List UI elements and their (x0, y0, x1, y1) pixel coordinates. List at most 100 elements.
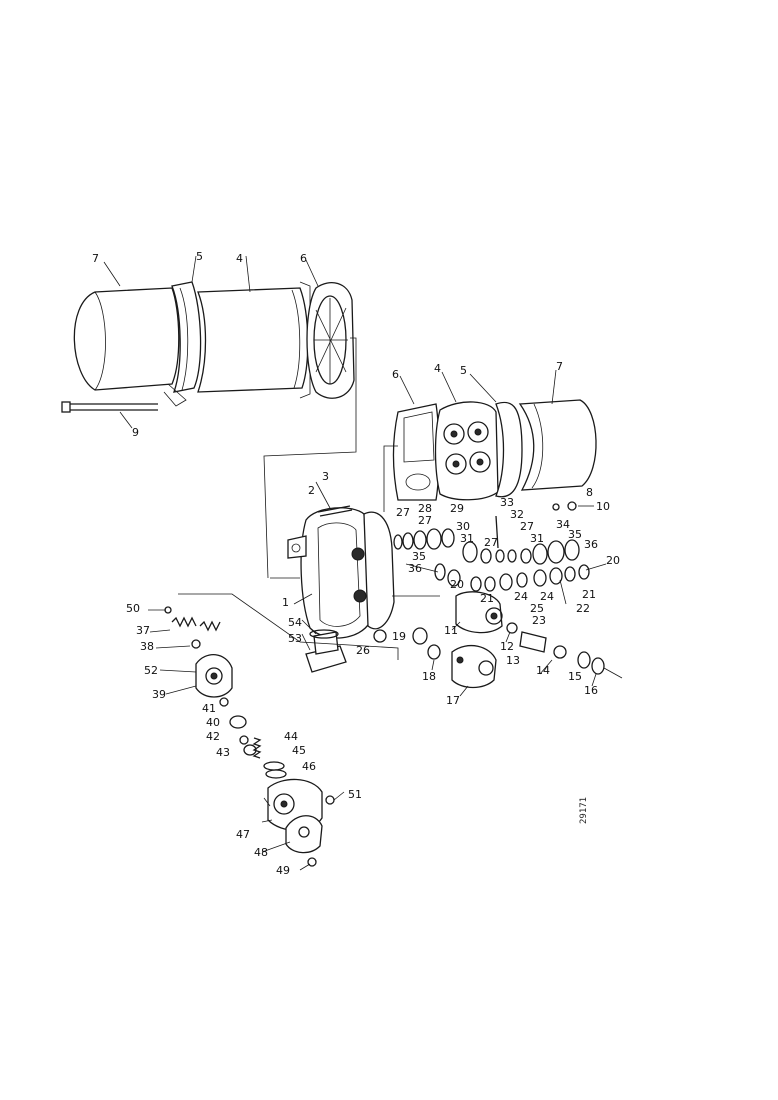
callout-7a: 7 (92, 252, 99, 265)
callout-41: 41 (202, 702, 216, 715)
callout-3: 3 (322, 470, 329, 483)
callout-20a: 20 (606, 554, 620, 567)
callout-45: 45 (292, 744, 306, 757)
callout-21a: 21 (480, 592, 494, 605)
part-45-spring (252, 737, 262, 759)
reference-code: 29171 (579, 797, 589, 824)
callout-36a: 36 (584, 538, 598, 551)
part-17-valve-body (451, 644, 497, 689)
callout-23: 23 (532, 614, 546, 627)
callout-31a: 31 (460, 532, 474, 545)
callout-6b: 6 (392, 368, 399, 381)
callout-48: 48 (254, 846, 268, 859)
part-19-seal (412, 627, 428, 645)
callout-52: 52 (144, 664, 158, 677)
callout-40: 40 (206, 716, 220, 729)
callout-27a: 27 (396, 506, 410, 519)
part-16-cap (591, 657, 605, 675)
drive-assembly (164, 577, 399, 867)
part-13-nozzle (519, 631, 547, 653)
callout-12: 12 (500, 640, 514, 653)
callout-4b: 4 (434, 362, 441, 375)
callout-31b: 31 (530, 532, 544, 545)
callout-35: 35 (568, 528, 582, 541)
callout-7b: 7 (556, 360, 563, 373)
callout-leaders (103, 255, 607, 871)
callout-30: 30 (456, 520, 470, 533)
callout-24b: 24 (540, 590, 554, 603)
callout-20b: 20 (450, 578, 464, 591)
part-1-housing (300, 507, 371, 639)
part-14-washer (553, 645, 567, 659)
callout-9: 9 (132, 426, 139, 439)
callout-11: 11 (444, 624, 458, 637)
part-42-ring (239, 735, 249, 745)
part-37-spring (171, 616, 197, 628)
upper-right-cylinder-assembly (383, 399, 597, 512)
callout-27d: 27 (520, 520, 534, 533)
part-10-nut (567, 501, 577, 511)
callout-26: 26 (356, 644, 370, 657)
callout-33: 33 (500, 496, 514, 509)
callout-14: 14 (536, 664, 550, 677)
part-18-seal (427, 644, 441, 660)
callout-50: 50 (126, 602, 140, 615)
callout-38: 38 (140, 640, 154, 653)
callout-36b: 36 (408, 562, 422, 575)
callout-54: 54 (288, 616, 302, 629)
callout-39: 39 (152, 688, 166, 701)
callout-6a: 6 (300, 252, 307, 265)
callout-42: 42 (206, 730, 220, 743)
part-4-body (197, 287, 309, 393)
part-33-pin (495, 515, 499, 549)
part-12-ring (506, 622, 518, 634)
upper-left-cylinder-assembly (61, 281, 357, 579)
part-7-drum (73, 287, 180, 391)
callout-49: 49 (276, 864, 290, 877)
callout-28: 28 (418, 502, 432, 515)
part-8-screw (552, 503, 560, 511)
valve-parts (412, 591, 623, 689)
part-2-gasket (317, 505, 351, 513)
part-11-block (455, 591, 503, 634)
callout-35b: 35 (412, 550, 426, 563)
callout-17: 17 (446, 694, 460, 707)
callout-2: 2 (308, 484, 315, 497)
callout-34: 34 (556, 518, 570, 531)
part-40-disc (229, 715, 247, 729)
callout-4a: 4 (236, 252, 243, 265)
part-5-flange (171, 281, 202, 393)
callout-53: 53 (288, 632, 302, 645)
callout-22: 22 (576, 602, 590, 615)
part-4-bore-1 (443, 423, 465, 445)
callout-5a: 5 (196, 250, 203, 263)
part-26-plug (373, 629, 387, 643)
callout-10: 10 (596, 500, 610, 513)
callout-13: 13 (506, 654, 520, 667)
callout-24a: 24 (514, 590, 528, 603)
callout-29: 29 (450, 502, 464, 515)
part-48-plate (285, 815, 323, 854)
seal-ring-stack (392, 515, 590, 597)
callout-15: 15 (568, 670, 582, 683)
callout-25: 25 (530, 602, 544, 615)
part-46-coil (263, 761, 285, 771)
part-15-fitting (577, 651, 591, 669)
callout-37: 37 (136, 624, 150, 637)
callout-5b: 5 (460, 364, 467, 377)
callout-1: 1 (282, 596, 289, 609)
main-pump-body (287, 505, 395, 673)
callout-46: 46 (302, 760, 316, 773)
callout-44: 44 (284, 730, 298, 743)
callout-47: 47 (236, 828, 250, 841)
part-38-washer (191, 639, 201, 649)
callout-27c: 27 (484, 536, 498, 549)
part-4-plate (434, 401, 499, 501)
callout-27b: 27 (418, 514, 432, 527)
part-7-drum (518, 399, 597, 491)
callout-18: 18 (422, 670, 436, 683)
part-41-ring (219, 697, 229, 707)
callout-21b: 21 (582, 588, 596, 601)
callout-43: 43 (216, 746, 230, 759)
